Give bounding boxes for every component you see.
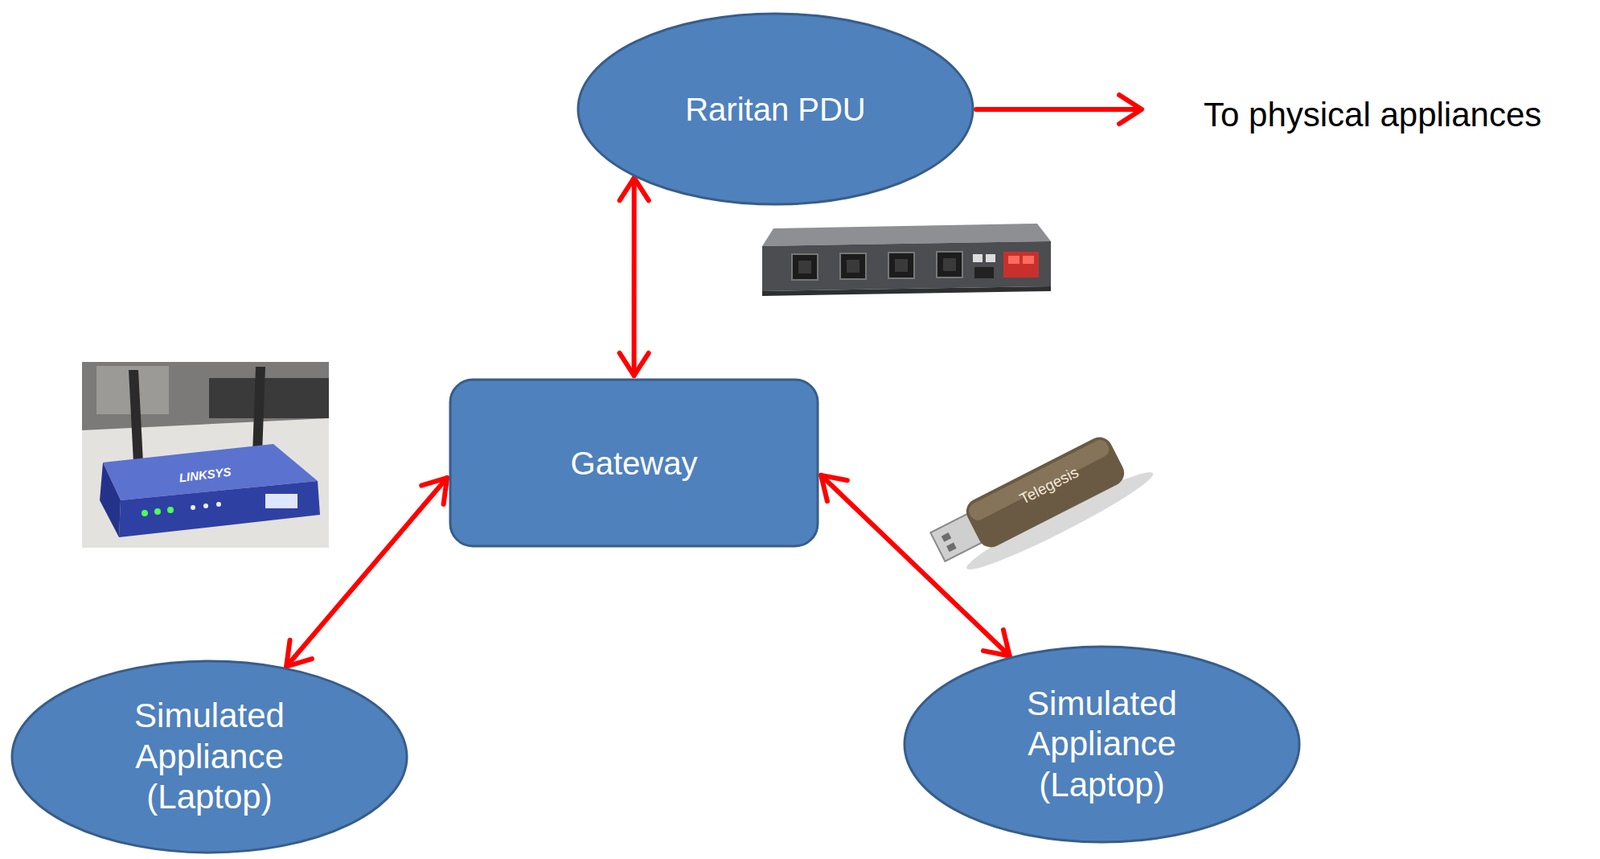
brand-label: LINKSYS	[178, 464, 233, 485]
node-text-group: Gateway	[570, 443, 698, 483]
connector-arrow	[286, 477, 448, 667]
node-label: Gateway	[570, 443, 698, 483]
destination-label: To physical appliances	[1203, 95, 1542, 135]
node-label: Simulated Appliance (Laptop)	[1005, 683, 1199, 805]
node-label: Raritan PDU	[685, 90, 866, 129]
ellipse-node: Simulated Appliance (Laptop)	[902, 644, 1301, 844]
node-text-group: Raritan PDU	[685, 90, 866, 129]
router-photo	[82, 361, 329, 548]
process-box: Gateway	[448, 377, 820, 548]
usb-dongle-photo	[926, 421, 1159, 586]
connector-arrow	[820, 475, 1010, 657]
ellipse-node: Raritan PDU	[576, 12, 975, 206]
node-text-group: Simulated Appliance (Laptop)	[113, 695, 307, 817]
node-label: Simulated Appliance (Laptop)	[113, 695, 307, 817]
ellipse-node: Simulated Appliance (Laptop)	[10, 659, 409, 854]
brand-label: Telegesis	[1017, 463, 1083, 509]
pdu-photo	[762, 223, 1051, 296]
node-text-group: Simulated Appliance (Laptop)	[1005, 683, 1199, 805]
connector-arrow	[619, 177, 649, 376]
output-arrow	[976, 94, 1142, 124]
